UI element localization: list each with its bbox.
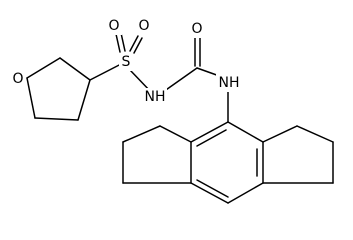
- sulfonyl-oxygen-1-label: O: [108, 18, 119, 34]
- left-cyclopentane-ring: [122, 125, 192, 184]
- sulfonyl-nh-label: NH: [145, 89, 166, 105]
- sulfur-label: S: [122, 54, 131, 70]
- bond: [227, 121, 264, 143]
- bond: [196, 129, 227, 147]
- bond: [190, 121, 229, 143]
- aryl-nh-label: NH: [219, 75, 240, 91]
- bond: [26, 77, 36, 119]
- bond: [129, 35, 139, 52]
- bond: [190, 182, 229, 204]
- sulfonyl-oxygen-2-label: O: [138, 18, 149, 34]
- bond: [120, 32, 126, 52]
- ring-oxygen-label: O: [12, 71, 23, 87]
- bond: [26, 57, 61, 79]
- bond: [59, 57, 91, 81]
- bond: [77, 79, 91, 121]
- molecule-structure: O S O O NH O NH: [10, 17, 334, 204]
- bond: [227, 182, 264, 204]
- bond: [34, 117, 79, 121]
- bond: [262, 125, 298, 143]
- atom-labels: O S O O NH O NH: [10, 17, 242, 106]
- bond: [122, 125, 161, 143]
- carbonyl-oxygen-label: O: [191, 21, 202, 37]
- bond: [196, 179, 229, 198]
- right-cyclopentane-ring: [262, 125, 334, 184]
- bond: [159, 125, 192, 143]
- tetrahydrofuran-ring: [26, 57, 91, 121]
- bond: [133, 37, 143, 54]
- bond: [115, 33, 121, 53]
- benzene-ring: [190, 121, 264, 204]
- bond: [162, 67, 198, 93]
- bond: [296, 125, 334, 143]
